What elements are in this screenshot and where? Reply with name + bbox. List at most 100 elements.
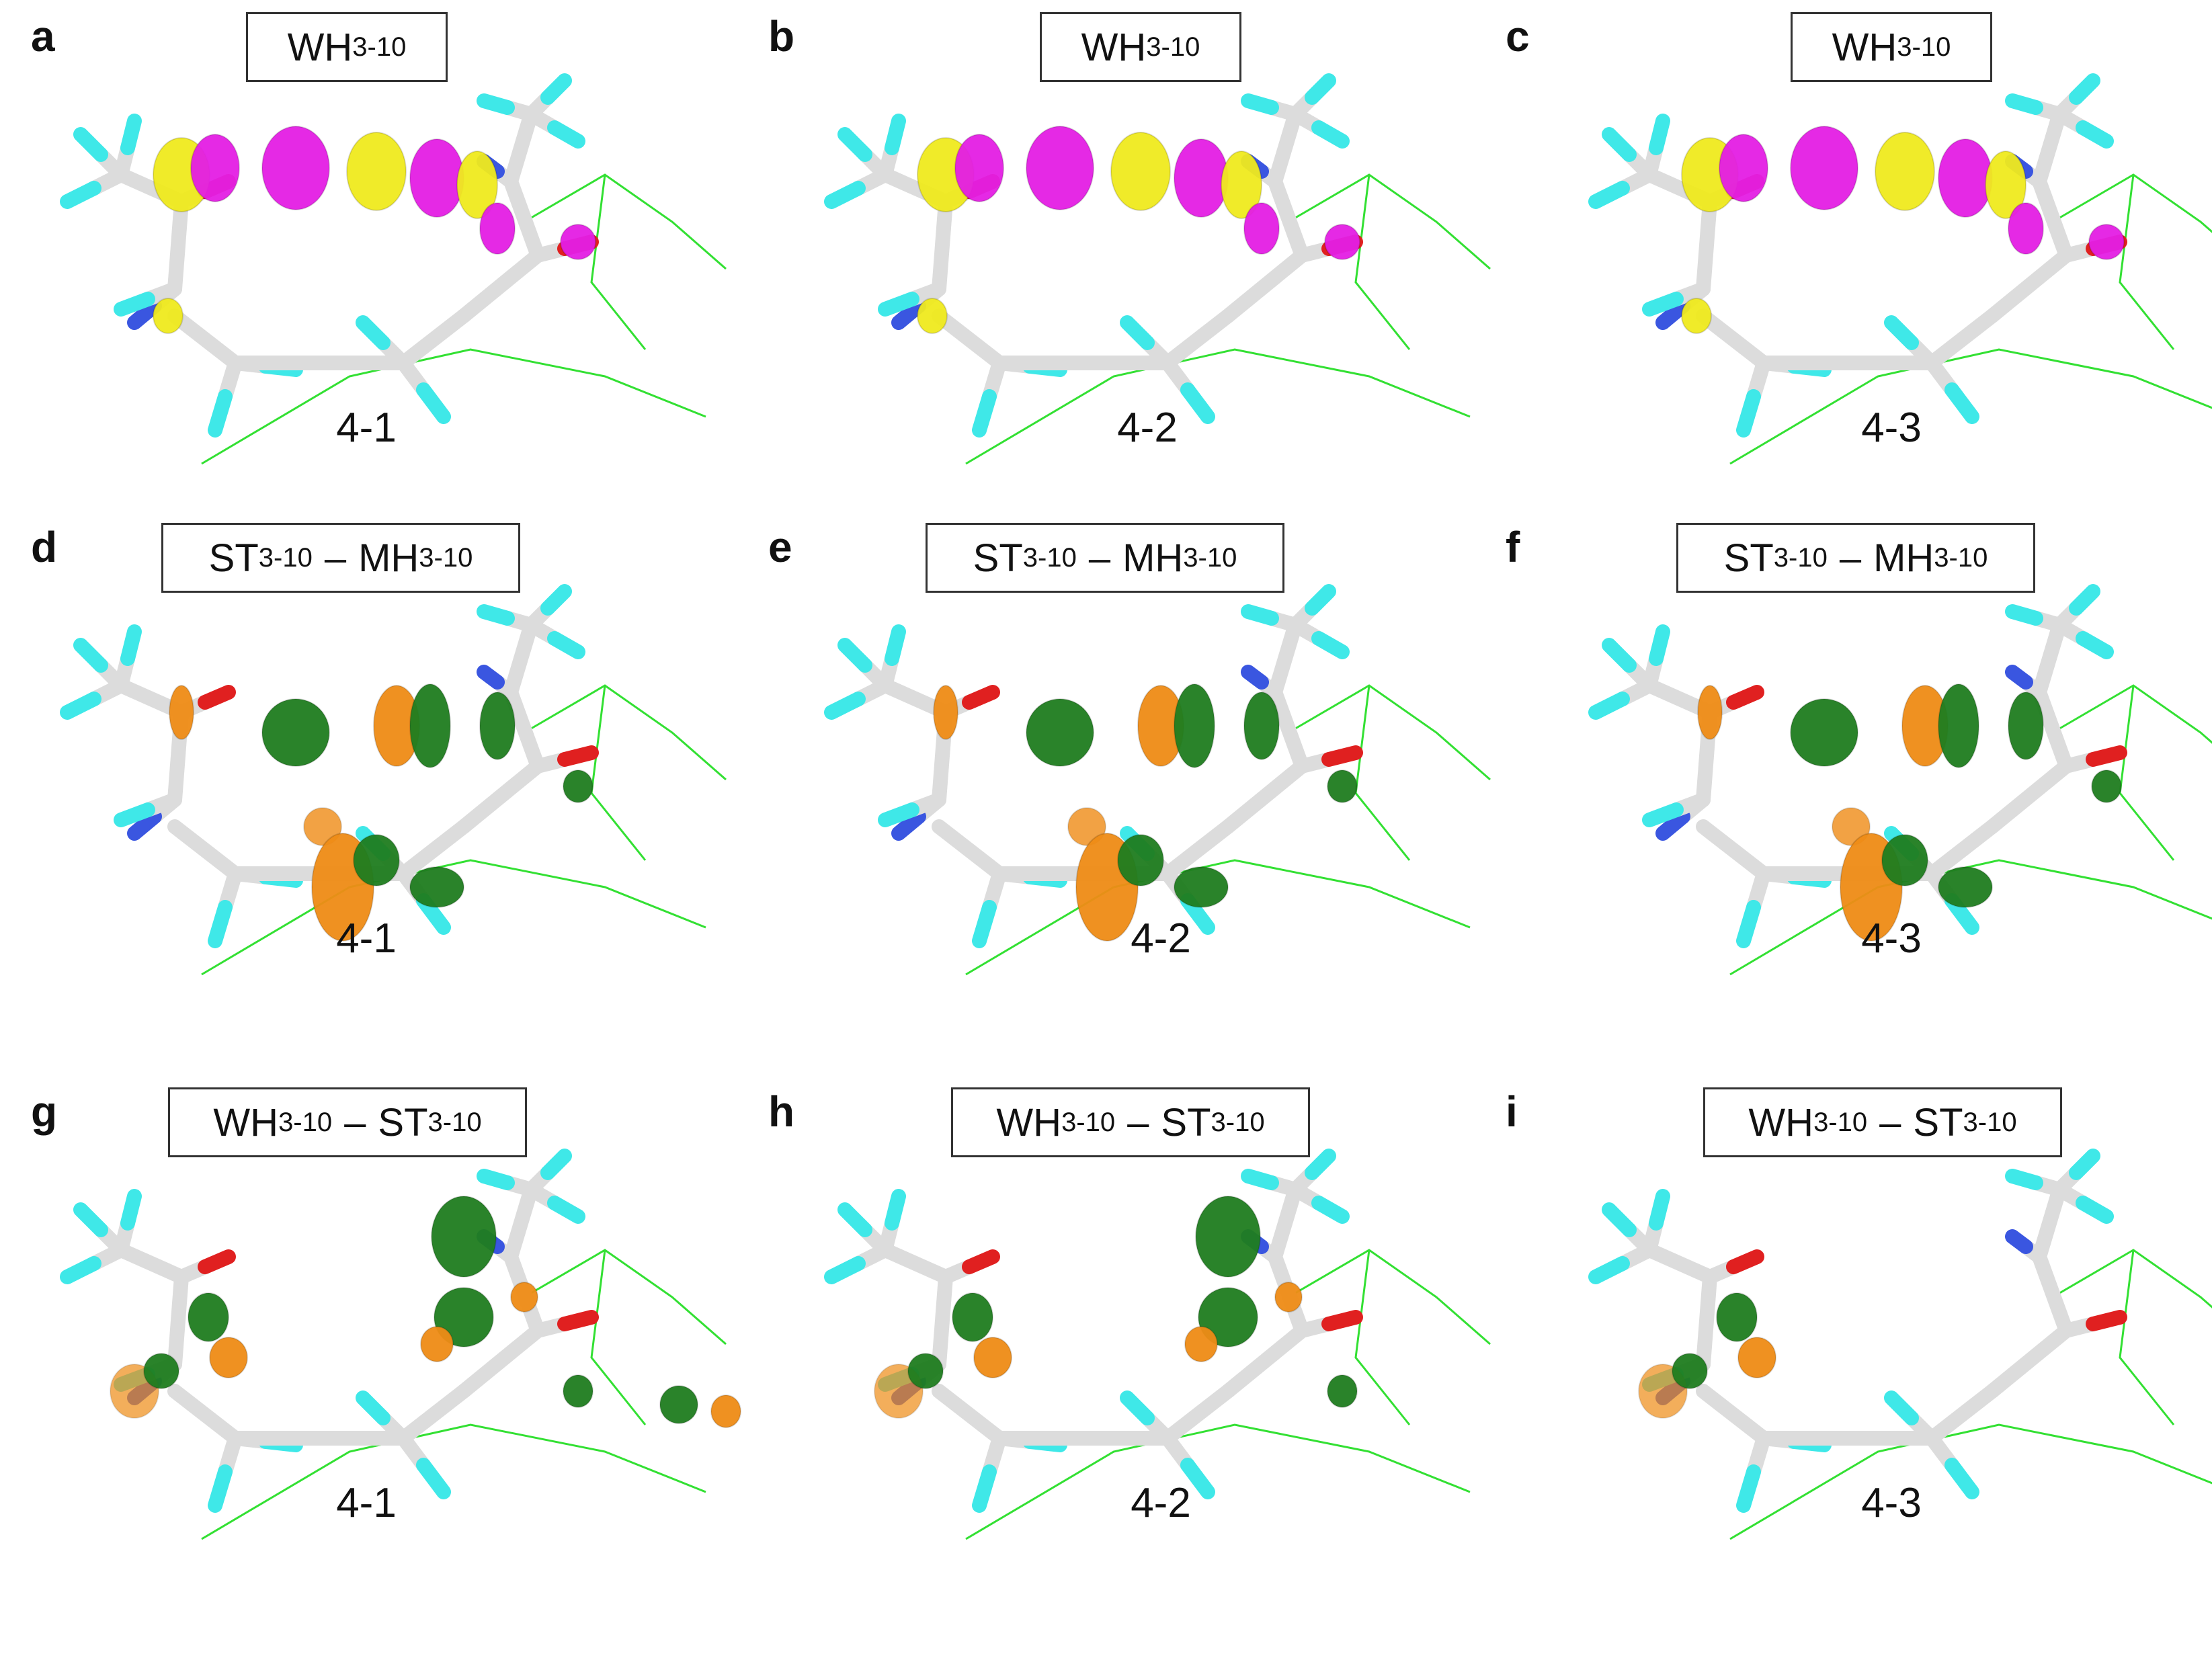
positive-difference-lobe	[1938, 866, 1993, 908]
title-operator: –	[1839, 536, 1862, 580]
negative-difference-lobe	[1274, 1282, 1303, 1313]
negative-lobe	[1243, 202, 1280, 255]
positive-difference-lobe	[1327, 770, 1358, 803]
wireframe-residue	[1729, 348, 2212, 465]
title-term-b-sub: 3-10	[419, 542, 473, 573]
positive-difference-lobe	[188, 1292, 229, 1342]
bond	[1268, 1182, 1303, 1264]
hydrogen-atom	[120, 114, 142, 155]
hydrogen-atom	[73, 127, 108, 162]
panel-letter: g	[31, 1087, 58, 1136]
bond	[2032, 1182, 2067, 1264]
bond	[503, 1182, 538, 1264]
molecule-isosurface-view	[60, 73, 727, 465]
panel-letter: c	[1506, 12, 1530, 60]
hydrogen-atom	[356, 1390, 391, 1425]
hydrogen-atom	[2005, 93, 2043, 115]
title-term-a: ST	[1723, 536, 1774, 580]
molecule-label: 4-3	[1861, 915, 1922, 962]
nitrogen-atom	[891, 298, 926, 330]
positive-lobe	[1681, 298, 1712, 334]
molecule-label: 4-2	[1131, 915, 1191, 962]
title-term-a-sub: 3-10	[1061, 1107, 1116, 1137]
bond	[1696, 819, 1771, 881]
hydrogen-atom	[1305, 1149, 1336, 1180]
wireframe-residue	[1354, 685, 1411, 861]
bond	[1985, 759, 2074, 834]
hydrogen-atom	[1649, 624, 1670, 666]
title-term-b: ST	[1161, 1100, 1211, 1145]
positive-difference-lobe	[1790, 698, 1858, 767]
hydrogen-atom	[1180, 1458, 1215, 1499]
hydrogen-atom	[972, 1464, 997, 1513]
title-term-b: ST	[378, 1100, 428, 1145]
hydrogen-atom	[1642, 292, 1684, 317]
hydrogen-atom	[1884, 315, 1919, 350]
bond	[167, 1384, 243, 1446]
title-term-a-sub: 3-10	[1813, 1107, 1868, 1137]
negative-lobe	[1790, 126, 1858, 210]
hydrogen-atom	[416, 382, 451, 424]
hydrogen-atom	[972, 389, 997, 438]
hydrogen-atom	[547, 631, 585, 659]
hydrogen-atom	[837, 638, 872, 673]
negative-difference-lobe	[1184, 1326, 1218, 1362]
positive-difference-lobe	[1174, 683, 1215, 768]
hydrogen-atom	[477, 1169, 515, 1190]
molecule-isosurface-view	[824, 1149, 1491, 1540]
oxygen-atom	[962, 685, 1000, 710]
title-term-a: WH	[213, 1100, 279, 1145]
hydrogen-atom	[1311, 120, 1350, 149]
hydrogen-atom	[114, 292, 155, 317]
negative-lobe	[1026, 126, 1094, 210]
molecule-isosurface-view	[60, 584, 727, 976]
bond	[932, 1384, 1007, 1446]
hydrogen-atom	[1305, 73, 1336, 105]
nitrogen-atom	[127, 809, 162, 841]
title-operator: –	[1127, 1100, 1149, 1145]
molecule-label: 4-2	[1117, 405, 1178, 451]
hydrogen-atom	[477, 93, 515, 115]
hydrogen-atom	[547, 1196, 585, 1224]
hydrogen-atom	[2005, 604, 2043, 626]
hydrogen-atom	[1305, 584, 1336, 616]
hydrogen-atom	[208, 1464, 233, 1513]
hydrogen-atom	[547, 120, 585, 149]
molecule-label: 4-1	[336, 1480, 397, 1526]
negative-lobe	[560, 224, 596, 260]
bond	[1924, 308, 2000, 370]
bond	[1160, 819, 1235, 881]
positive-difference-lobe	[434, 1287, 494, 1347]
positive-difference-lobe	[1198, 1287, 1258, 1347]
hydrogen-atom	[878, 802, 919, 827]
bond	[1985, 248, 2074, 323]
hydrogen-atom	[416, 1458, 451, 1499]
oxygen-atom	[198, 685, 236, 710]
bond	[932, 308, 1007, 370]
oxygen-atom	[557, 1310, 599, 1331]
bond	[1696, 1270, 1717, 1372]
negative-difference-lobe	[420, 1326, 454, 1362]
hydrogen-atom	[1180, 382, 1215, 424]
hydrogen-atom	[1120, 315, 1155, 350]
positive-difference-lobe	[563, 770, 593, 803]
negative-lobe	[2008, 202, 2044, 255]
panel-letter: b	[768, 12, 795, 60]
bond	[2032, 174, 2074, 263]
hydrogen-atom	[885, 114, 906, 155]
hydrogen-atom	[878, 292, 919, 317]
hydrogen-atom	[1241, 1169, 1279, 1190]
bond	[503, 685, 545, 774]
hydrogen-atom	[114, 802, 155, 827]
wireframe-residue	[524, 173, 727, 270]
bond	[1160, 308, 1235, 370]
hydrogen-atom	[1736, 900, 1761, 948]
bond	[1696, 308, 1771, 370]
hydrogen-atom	[1944, 382, 1979, 424]
title-operator: –	[324, 536, 347, 580]
